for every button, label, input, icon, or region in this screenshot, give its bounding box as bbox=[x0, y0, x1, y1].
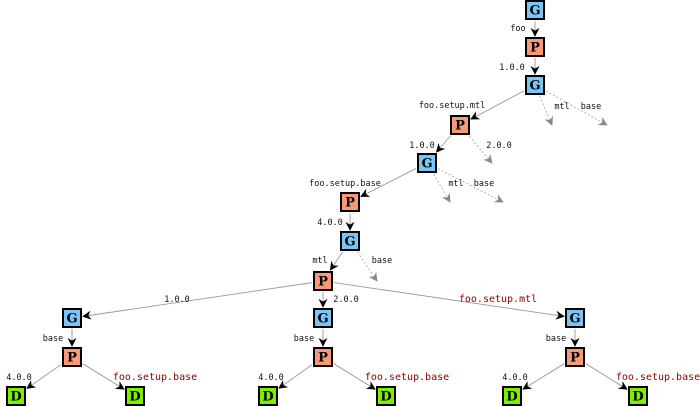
edge-label: mtl bbox=[554, 102, 569, 112]
g-node[interactable]: G bbox=[62, 308, 82, 328]
d-node[interactable]: D bbox=[125, 386, 145, 406]
d-node[interactable]: D bbox=[628, 386, 648, 406]
edge-label: 1.0.0 bbox=[164, 295, 190, 305]
node-letter: D bbox=[10, 390, 21, 405]
g-node[interactable]: G bbox=[313, 308, 333, 328]
edge-label: 1.0.0 bbox=[499, 63, 525, 73]
edge-label: base bbox=[43, 334, 63, 344]
dependency-edge bbox=[82, 363, 125, 390]
optional-edge bbox=[539, 95, 553, 126]
edge-label: base bbox=[546, 334, 566, 344]
node-letter: P bbox=[455, 119, 465, 134]
edge-label: 1.0.0 bbox=[409, 141, 435, 151]
p-node[interactable]: P bbox=[62, 347, 82, 367]
p-node[interactable]: P bbox=[450, 115, 470, 135]
edge-label: 4.0.0 bbox=[502, 373, 528, 383]
g-node[interactable]: G bbox=[525, 75, 545, 95]
dependency-edge bbox=[278, 364, 313, 389]
edge-label: 4.0.0 bbox=[317, 218, 343, 228]
d-node[interactable]: D bbox=[6, 386, 26, 406]
edge-label: foo bbox=[510, 24, 525, 34]
g-node[interactable]: G bbox=[565, 308, 585, 328]
edge-label: foo.setup.mtl bbox=[459, 294, 537, 305]
edge-label: 2.0.0 bbox=[333, 295, 359, 305]
g-node[interactable]: G bbox=[417, 153, 437, 173]
node-letter: D bbox=[380, 390, 391, 405]
optional-edge bbox=[468, 135, 493, 164]
edge-label: base bbox=[294, 334, 314, 344]
d-node[interactable]: D bbox=[502, 386, 522, 406]
d-node[interactable]: D bbox=[258, 386, 278, 406]
node-letter: G bbox=[344, 235, 355, 250]
node-letter: P bbox=[530, 41, 540, 56]
node-letter: G bbox=[317, 312, 328, 327]
optional-edge bbox=[433, 173, 451, 203]
optional-edge bbox=[357, 251, 378, 282]
edge-label: 4.0.0 bbox=[6, 373, 32, 383]
d-node[interactable]: D bbox=[376, 386, 396, 406]
node-letter: G bbox=[529, 79, 540, 94]
dependency-edge bbox=[333, 363, 376, 390]
p-node[interactable]: P bbox=[340, 192, 360, 212]
node-letter: G bbox=[66, 312, 77, 327]
node-letter: P bbox=[570, 351, 580, 366]
node-letter: P bbox=[67, 351, 77, 366]
node-letter: D bbox=[129, 390, 140, 405]
dependency-edge bbox=[522, 363, 565, 390]
dependency-edge bbox=[360, 168, 417, 197]
dependency-edge bbox=[470, 90, 525, 120]
node-letter: D bbox=[506, 390, 517, 405]
node-letter: P bbox=[318, 351, 328, 366]
edge-label: foo.setup.mtl bbox=[419, 101, 486, 111]
dependency-edge bbox=[26, 364, 62, 389]
dependency-edge bbox=[435, 135, 451, 153]
edge-label: foo.setup.base bbox=[365, 372, 449, 383]
p-node[interactable]: P bbox=[313, 347, 333, 367]
dependency-edge bbox=[585, 363, 628, 390]
node-letter: D bbox=[262, 390, 273, 405]
dependency-edge bbox=[329, 251, 343, 271]
edge-label: base bbox=[581, 102, 601, 112]
optional-edge bbox=[437, 168, 504, 203]
edge-label: foo.setup.base bbox=[309, 179, 381, 189]
node-letter: P bbox=[345, 196, 355, 211]
edge-label: mtl bbox=[448, 179, 463, 189]
p-node[interactable]: P bbox=[313, 271, 333, 291]
edge-label: 4.0.0 bbox=[258, 373, 284, 383]
edge-label: 2.0.0 bbox=[486, 141, 512, 151]
edge-label: base bbox=[474, 179, 494, 189]
g-node[interactable]: G bbox=[340, 231, 360, 251]
dependency-edge bbox=[82, 282, 313, 320]
node-letter: G bbox=[529, 4, 540, 19]
node-letter: G bbox=[421, 157, 432, 172]
g-node[interactable]: G bbox=[525, 0, 545, 20]
node-letter: D bbox=[632, 390, 643, 405]
node-letter: G bbox=[569, 312, 580, 327]
node-letter: P bbox=[318, 275, 328, 290]
edge-label: foo.setup.base bbox=[616, 372, 700, 383]
edge-label: foo.setup.base bbox=[113, 372, 197, 383]
edge-label: base bbox=[372, 256, 392, 266]
edge-label: mtl bbox=[312, 256, 327, 266]
p-node[interactable]: P bbox=[565, 347, 585, 367]
p-node[interactable]: P bbox=[525, 37, 545, 57]
dependency-edge bbox=[333, 282, 565, 320]
